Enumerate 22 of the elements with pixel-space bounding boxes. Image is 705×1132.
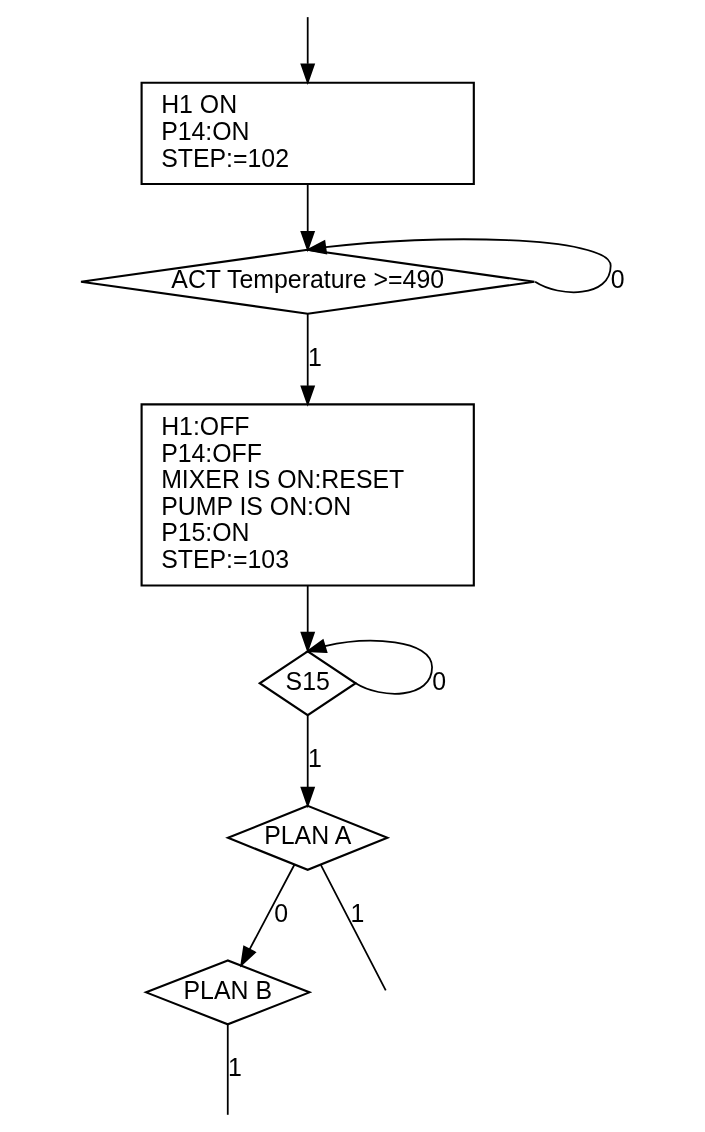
node-box: H1 ON P14:ON STEP:=102 bbox=[140, 81, 475, 186]
arrow bbox=[299, 714, 315, 809]
connector bbox=[319, 864, 387, 992]
arrow bbox=[299, 16, 315, 85]
connector bbox=[226, 1023, 229, 1116]
arrow bbox=[299, 584, 315, 654]
arrow bbox=[239, 863, 295, 968]
arrow bbox=[304, 638, 433, 695]
edge-label: 1 bbox=[307, 744, 322, 773]
edge-label: 1 bbox=[227, 1053, 242, 1082]
node-diamond: PLAN B bbox=[142, 959, 312, 1026]
edge-label: 1 bbox=[307, 342, 322, 371]
node-diamond: PLAN A bbox=[224, 804, 390, 871]
edge-label: 0 bbox=[273, 898, 288, 927]
arrow bbox=[299, 183, 315, 253]
node-diamond: ACT Temperature >=490 bbox=[79, 248, 535, 315]
arrow bbox=[299, 313, 315, 407]
node-box: H1:OFF P14:OFF MIXER IS ON:RESET PUMP IS ON:ON P15:ON STEP:=103 bbox=[140, 403, 475, 587]
edge-label: 0 bbox=[610, 265, 625, 294]
edge-label: 0 bbox=[431, 666, 446, 695]
node-diamond: S15 bbox=[257, 650, 358, 717]
edge-label: 1 bbox=[350, 898, 364, 927]
